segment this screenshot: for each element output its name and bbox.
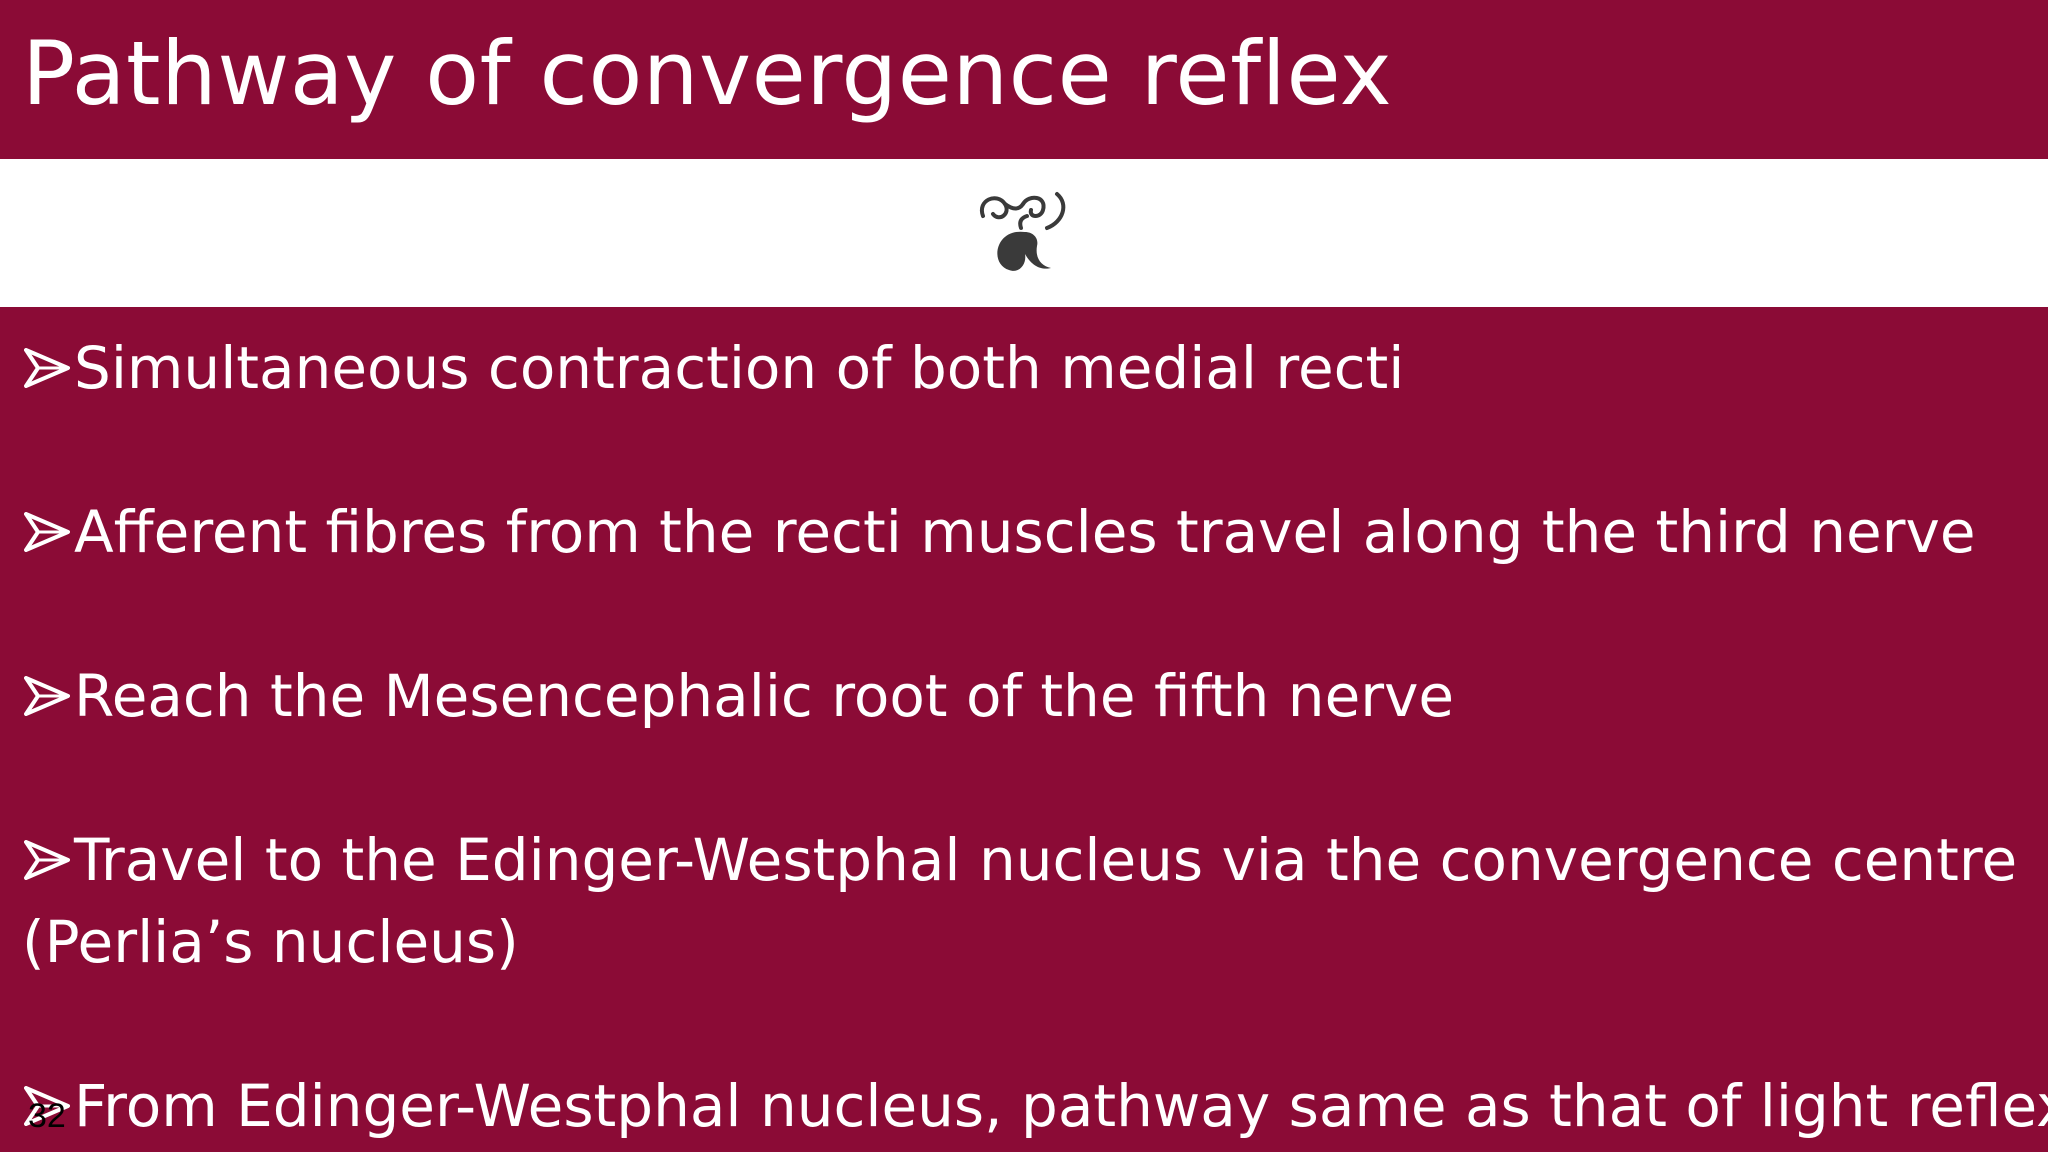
bullet-text: Simultaneous contraction of both medial … <box>74 334 1405 402</box>
title-bar: Pathway of convergence reflex <box>0 0 2048 159</box>
arrow-bullet-icon <box>22 327 74 409</box>
slide-title: Pathway of convergence reflex <box>22 22 1393 125</box>
bullet-text-continuation: (Perlia’s nucleus) <box>22 908 519 976</box>
arrow-bullet-icon <box>22 819 74 901</box>
arrow-bullet-icon <box>22 491 74 573</box>
bullet-item-3: Reach the Mesencephalic root of the fift… <box>22 655 1454 737</box>
bullet-text: From Edinger-Westphal nucleus, pathway s… <box>74 1072 2048 1140</box>
arrow-bullet-icon <box>22 655 74 737</box>
bullet-text: Reach the Mesencephalic root of the fift… <box>74 662 1455 730</box>
bullet-item-5: From Edinger-Westphal nucleus, pathway s… <box>22 1065 2048 1147</box>
bullet-text: Afferent fibres from the recti muscles t… <box>74 498 1976 566</box>
bullet-list: Simultaneous contraction of both medial … <box>22 307 2048 1152</box>
arrow-bullet-icon <box>22 1065 74 1147</box>
bullet-text: Travel to the Edinger-Westphal nucleus v… <box>74 826 2018 894</box>
fleuron-ornament-icon <box>979 192 1066 271</box>
bullet-item-2: Afferent fibres from the recti muscles t… <box>22 491 1976 573</box>
bullet-item-1: Simultaneous contraction of both medial … <box>22 327 1404 409</box>
bullet-item-4: Travel to the Edinger-Westphal nucleus v… <box>22 819 2017 901</box>
slide-number: 32 <box>28 1097 66 1135</box>
